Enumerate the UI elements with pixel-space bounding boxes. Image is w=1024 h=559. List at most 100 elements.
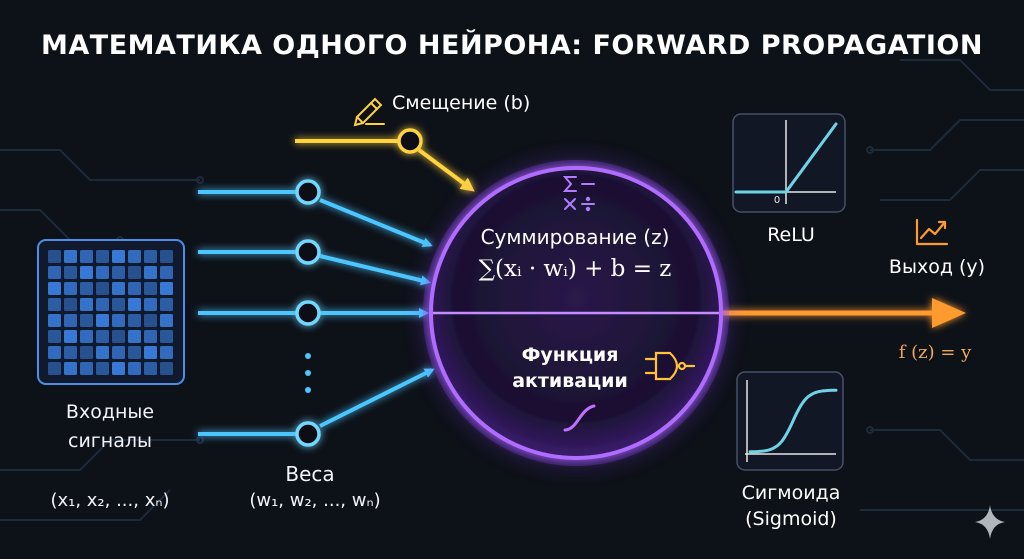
grid-cell: [48, 330, 61, 343]
sum-formula: ∑(xᵢ · wᵢ) + b = z: [478, 256, 672, 282]
grid-cell: [144, 266, 157, 279]
grid-cell: [128, 298, 141, 311]
grid-cell: [144, 282, 157, 295]
grid-cell: [80, 298, 93, 311]
grid-cell: [128, 314, 141, 327]
grid-cell: [64, 298, 77, 311]
grid-cell: [80, 330, 93, 343]
chart-up-icon: [915, 218, 949, 246]
grid-cell: [80, 266, 93, 279]
grid-cell: [112, 314, 125, 327]
grid-cell: [96, 330, 109, 343]
sum-label: Суммирование (z): [480, 225, 670, 249]
grid-cell: [128, 266, 141, 279]
grid-cell: [144, 362, 157, 375]
grid-cell: [96, 298, 109, 311]
s-curve-icon: [563, 404, 596, 432]
grid-cell: [160, 298, 173, 311]
grid-cell: [112, 266, 125, 279]
inputs-label-line1: Входные: [65, 401, 155, 423]
grid-cell: [96, 346, 109, 359]
weight-nodes: [295, 179, 321, 447]
page-title: МАТЕМАТИКА ОДНОГО НЕЙРОНА: FORWARD PROPA…: [41, 30, 983, 61]
sigmoid-axes: [745, 380, 836, 462]
grid-cell: [96, 266, 109, 279]
grid-cell: [64, 282, 77, 295]
grid-cell: [48, 282, 61, 295]
output-arrow: [722, 298, 966, 328]
grid-cell: [64, 266, 77, 279]
sigmoid-curve: [748, 388, 838, 454]
input-connections: [198, 190, 435, 436]
relu-zero-tick: 0: [773, 195, 781, 206]
grid-cell: [128, 346, 141, 359]
activation-label-line1: Функция: [521, 344, 619, 366]
grid-cell: [64, 314, 77, 327]
grid-cell: [64, 250, 77, 263]
grid-cell: [80, 346, 93, 359]
grid-cell: [160, 346, 173, 359]
bias-connection: [295, 128, 475, 192]
weight-node-2: [295, 239, 321, 265]
ellipsis-dots: [305, 353, 311, 393]
grid-cell: [112, 298, 125, 311]
grid-cell: [128, 362, 141, 375]
weights-label: Веса: [285, 462, 335, 486]
grid-cell: [144, 314, 157, 327]
sigmoid-label-line1: Сигмоида: [741, 482, 841, 504]
grid-cell: [144, 330, 157, 343]
weight-node-3: [295, 300, 321, 326]
grid-cell: [48, 266, 61, 279]
inputs-formula: (x₁, x₂, ..., xₙ): [50, 490, 170, 511]
weight-node-n: [295, 421, 321, 447]
pencil-icon: [353, 97, 385, 127]
grid-cell: [48, 362, 61, 375]
grid-cell: [48, 250, 61, 263]
relu-curve: [734, 122, 838, 194]
math-symbols-icon: [562, 176, 595, 212]
grid-cell: [144, 346, 157, 359]
grid-cell: [160, 314, 173, 327]
weights-formula: (w₁, w₂, ..., wₙ): [249, 490, 381, 511]
grid-cell: [112, 346, 125, 359]
grid-cell: [64, 346, 77, 359]
weight-arrow-2: [319, 254, 431, 286]
grid-cell: [96, 362, 109, 375]
grid-cell: [80, 362, 93, 375]
circuit-traces-decoration: [0, 59, 1024, 521]
input-grid-cells: [48, 250, 173, 375]
grid-cell: [96, 314, 109, 327]
grid-cell: [160, 362, 173, 375]
grid-cell: [160, 250, 173, 263]
grid-cell: [48, 314, 61, 327]
grid-cell: [112, 330, 125, 343]
activation-label: Функция активации: [490, 342, 650, 394]
grid-cell: [80, 250, 93, 263]
grid-cell: [160, 266, 173, 279]
grid-cell: [112, 282, 125, 295]
sigmoid-label: Сигмоида (Sigmoid): [716, 480, 866, 532]
output-label: Выход (y): [888, 256, 986, 278]
logic-gate-icon: [644, 351, 696, 381]
weight-arrow-n: [319, 368, 435, 428]
activation-label-line2: активации: [512, 370, 628, 392]
grid-cell: [128, 330, 141, 343]
weight-node-1: [295, 179, 321, 205]
grid-cell: [144, 250, 157, 263]
grid-cell: [128, 250, 141, 263]
grid-cell: [128, 282, 141, 295]
relu-panel: [732, 113, 846, 213]
grid-cell: [112, 362, 125, 375]
output-formula: f (z) = y: [898, 342, 972, 363]
grid-cell: [80, 282, 93, 295]
bias-label: Смещение (b): [392, 92, 531, 114]
inputs-label: Входные сигналы: [30, 398, 190, 456]
grid-cell: [96, 282, 109, 295]
grid-cell: [112, 250, 125, 263]
grid-cell: [96, 250, 109, 263]
weight-arrow-1: [319, 198, 433, 247]
grid-cell: [64, 362, 77, 375]
inputs-label-line2: сигналы: [68, 430, 152, 452]
grid-cell: [48, 298, 61, 311]
